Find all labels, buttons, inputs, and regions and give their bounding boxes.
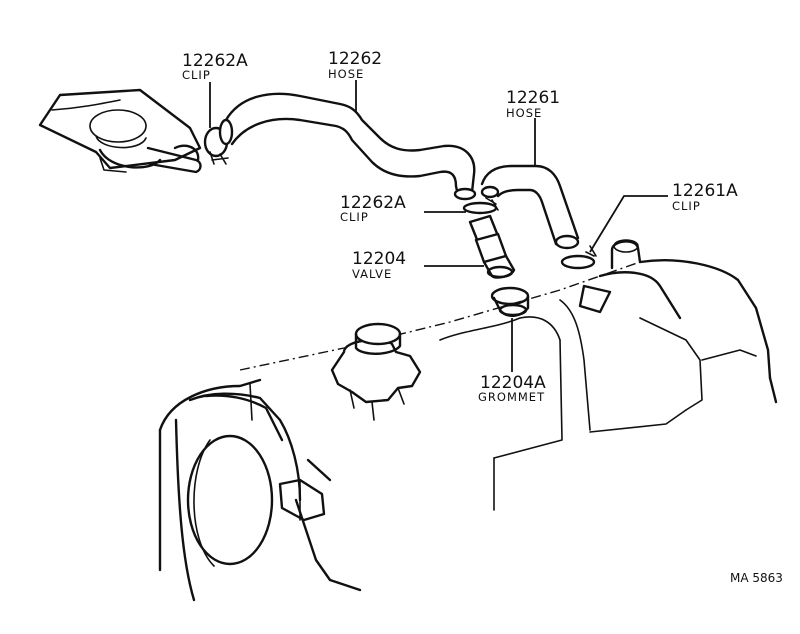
callout-grommet: 12204A GROMMET — [478, 373, 546, 404]
callout-name: HOSE — [506, 106, 542, 120]
valve-part — [468, 214, 516, 279]
callout-number: 12262A — [182, 51, 248, 71]
callout-number: 12204A — [480, 373, 546, 393]
callout-valve: 12204 VALVE — [352, 249, 406, 281]
callout-number: 12262A — [340, 193, 406, 213]
callout-name: CLIP — [340, 210, 369, 224]
callout-number: 12262 — [328, 49, 382, 69]
figure-code: MA 5863 — [730, 571, 783, 585]
intake-manifold-fragment — [38, 88, 202, 174]
callout-number: 12261 — [506, 88, 560, 108]
callout-clip-right: 12261A CLIP — [672, 181, 738, 213]
callout-hose-right: 12261 HOSE — [506, 88, 560, 120]
clip-right-part — [560, 245, 597, 270]
callout-hose-left: 12262 HOSE — [328, 49, 382, 81]
callout-name: CLIP — [182, 68, 211, 82]
grommet-part — [490, 286, 530, 317]
clip-middle-part — [462, 197, 499, 215]
callout-number: 12204 — [352, 249, 406, 269]
hose-right-part — [480, 164, 580, 250]
hose-left-part — [218, 92, 477, 201]
callout-clip-middle: 12262A CLIP — [340, 193, 406, 224]
callout-clip-left: 12262A CLIP — [182, 51, 248, 82]
leader-lines — [209, 80, 668, 372]
callout-name: VALVE — [352, 267, 392, 281]
callout-name: GROMMET — [478, 390, 545, 404]
callout-name: HOSE — [328, 67, 364, 81]
cylinder-head-cover — [158, 239, 778, 602]
callout-name: CLIP — [672, 199, 701, 213]
callout-number: 12261A — [672, 181, 738, 201]
